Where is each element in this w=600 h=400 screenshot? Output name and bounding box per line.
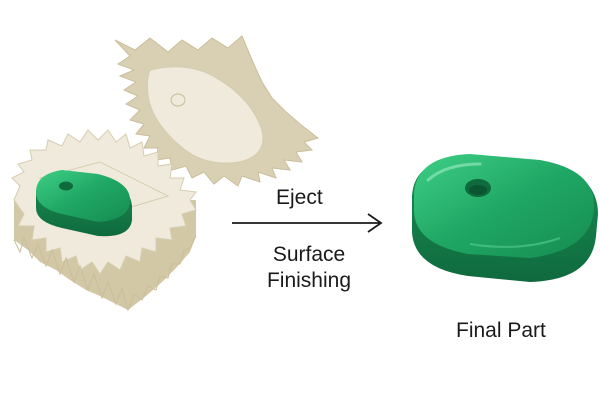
surface-finishing-line2: Finishing: [266, 269, 352, 292]
final-part: [412, 154, 598, 282]
surface-finishing-line1: Surface: [272, 243, 346, 266]
eject-label: Eject: [276, 186, 323, 209]
process-arrow: [232, 213, 383, 233]
surface-finishing-label: Surface Finishing: [259, 242, 359, 294]
molded-part: [36, 170, 132, 237]
upper-mold-half: [114, 35, 320, 187]
final-part-label: Final Part: [456, 319, 546, 342]
